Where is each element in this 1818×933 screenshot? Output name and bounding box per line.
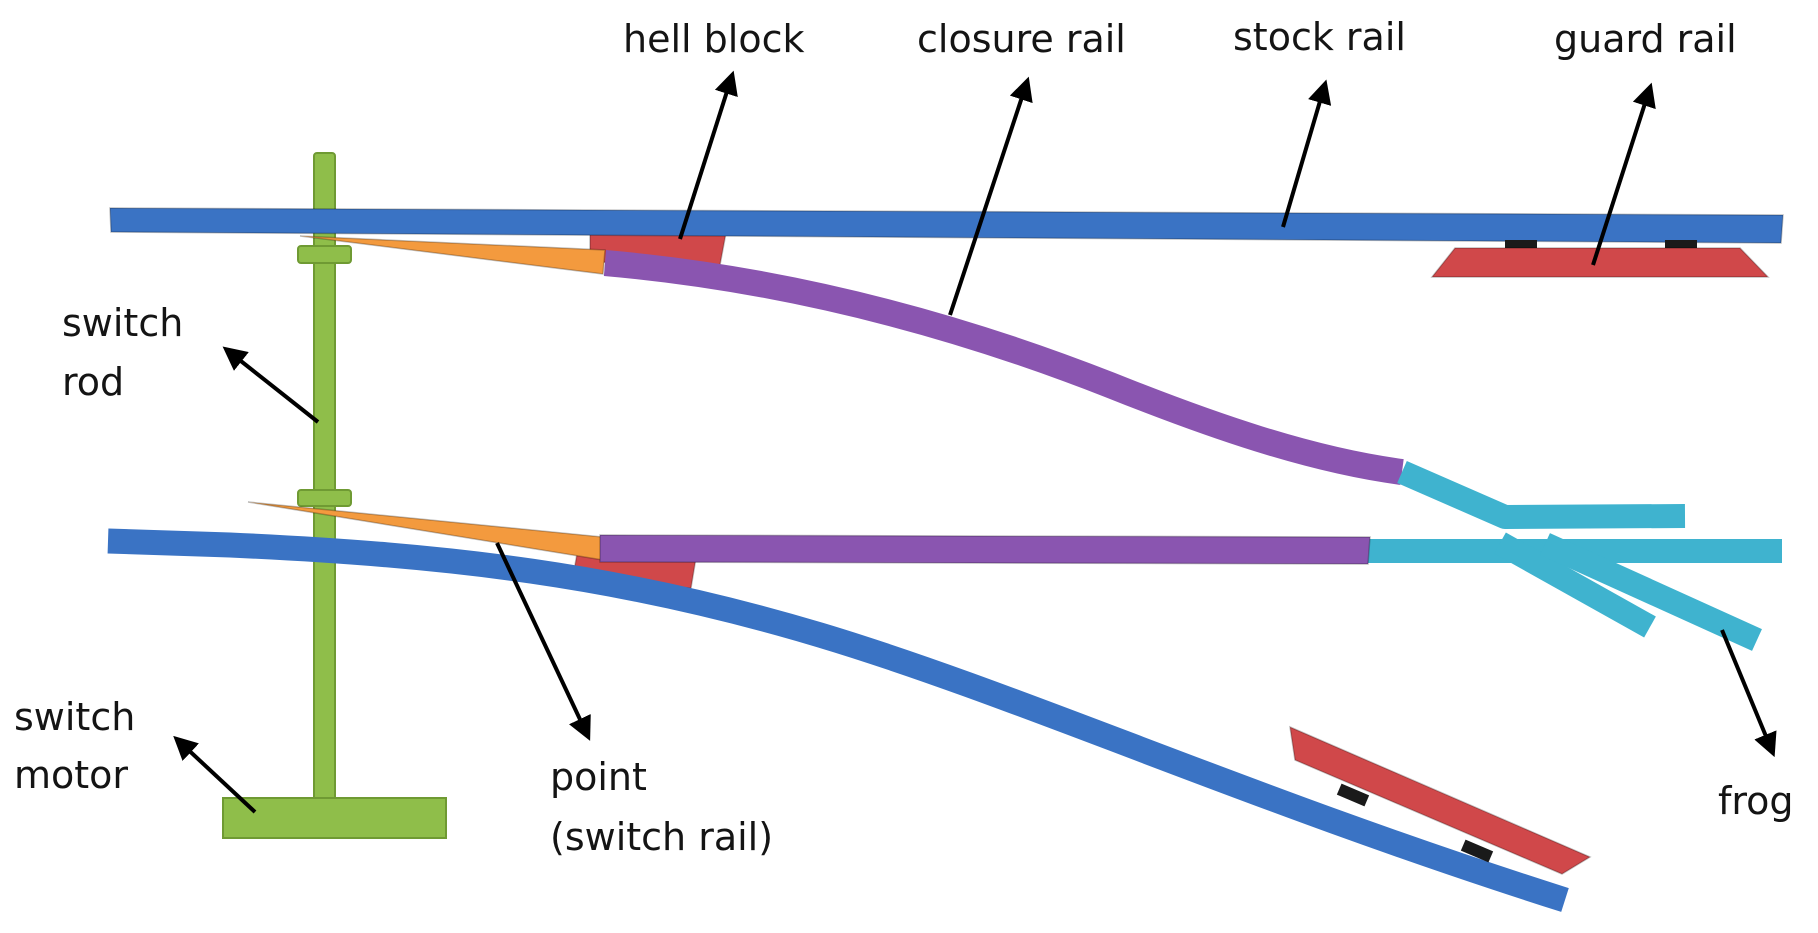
switch-rod	[297, 152, 352, 804]
guard-rail-arrow	[1591, 82, 1656, 266]
point-label: point	[550, 755, 647, 799]
stock-rail-label: stock rail	[1233, 15, 1406, 59]
point-arrow	[495, 542, 591, 741]
switch-rod-collar-lower	[297, 489, 352, 507]
switch-rod-label: switch	[62, 301, 183, 345]
guard-rail-upper	[1430, 240, 1770, 278]
stock-rail-upper	[109, 207, 1784, 244]
heel-block-arrow	[678, 70, 738, 240]
guard-rail-lower	[1289, 725, 1592, 875]
switch-motor-arrow	[173, 735, 257, 814]
switch-motor	[222, 797, 447, 839]
stock-rail-arrow	[1281, 79, 1332, 228]
closure-rail-label: closure rail	[917, 17, 1126, 61]
guard-rail-tie	[1665, 240, 1697, 250]
frog-arrow	[1720, 629, 1777, 758]
stock-rail-lower	[107, 528, 1569, 912]
point-upper	[299, 235, 606, 275]
guard-rail-label: guard rail	[1554, 17, 1737, 61]
point-label-2: (switch rail)	[550, 815, 773, 859]
guard-rail-tie	[1460, 839, 1494, 863]
heel-block-label: hell block	[623, 17, 804, 61]
switch-rod-label-2: rod	[62, 360, 124, 404]
guard-rail-tie	[1336, 783, 1370, 807]
frog-label: frog	[1718, 779, 1794, 823]
frog	[1368, 461, 1782, 651]
switch-motor-label: switch	[14, 695, 135, 739]
closure-rail-arrow	[948, 76, 1033, 316]
switch-rod-arrow	[222, 346, 320, 424]
closure-rail-lower	[599, 534, 1371, 565]
closure-rail-upper	[603, 250, 1404, 485]
guard-rail-tie	[1505, 240, 1537, 250]
switch-motor-label-2: motor	[14, 753, 128, 797]
switch-rod-collar-upper	[297, 245, 352, 264]
